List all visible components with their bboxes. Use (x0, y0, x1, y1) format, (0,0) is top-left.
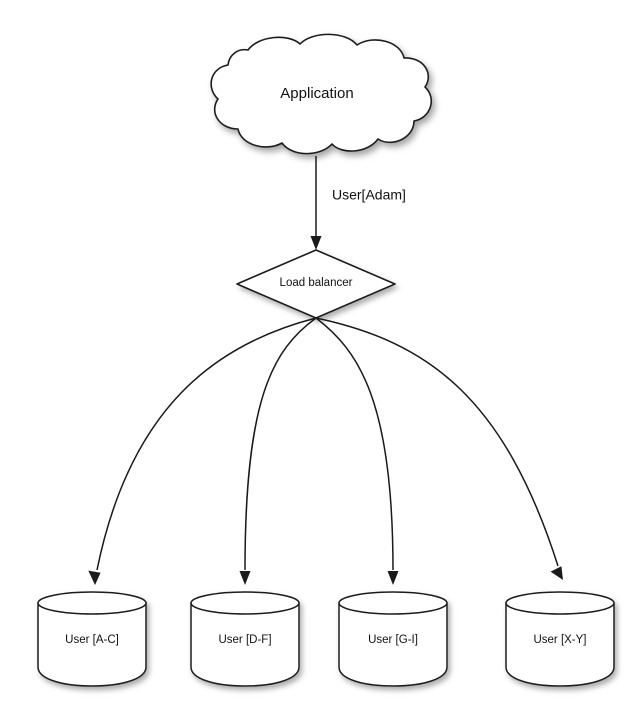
application-label: Application (280, 85, 353, 102)
arrowhead-icon (88, 570, 101, 585)
node-database-3[interactable]: User [G-I] (338, 591, 448, 687)
database-2-label: User [D-F] (218, 634, 271, 646)
edge-label-user-adam: User[Adam] (332, 187, 406, 203)
node-database-4[interactable]: User [X-Y] (505, 591, 615, 687)
arrowhead-icon (387, 571, 399, 585)
arrowhead-icon (550, 566, 563, 580)
load-balancer-label: Load balancer (280, 277, 353, 289)
database-1-label: User [A-C] (65, 634, 119, 646)
node-database-1[interactable]: User [A-C] (37, 591, 147, 687)
edge-diamond-to-database-3 (315, 317, 399, 585)
database-3-label: User [G-I] (368, 634, 418, 646)
edge-diamond-to-database-4 (315, 317, 563, 580)
node-load-balancer-diamond[interactable]: Load balancer (236, 249, 396, 319)
database-4-label: User [X-Y] (533, 634, 586, 646)
arrowhead-icon (310, 236, 322, 250)
node-database-2[interactable]: User [D-F] (190, 591, 300, 687)
arrowhead-icon (239, 571, 251, 585)
edge-cloud-to-diamond: User[Adam] (310, 156, 406, 250)
node-application-cloud[interactable]: Application (210, 33, 433, 155)
edge-diamond-to-database-1 (88, 317, 317, 585)
edge-diamond-to-database-2 (239, 317, 317, 585)
